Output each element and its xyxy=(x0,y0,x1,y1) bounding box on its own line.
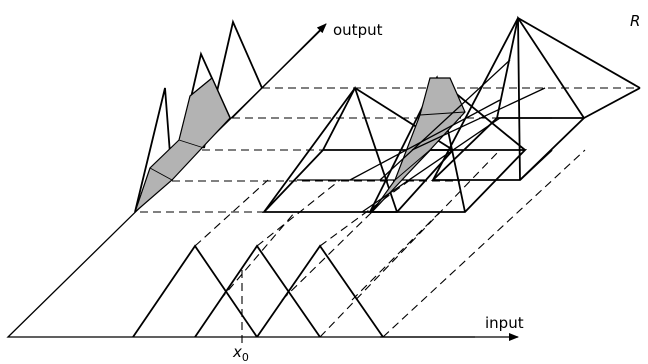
relation-pyramid-3 xyxy=(430,15,641,181)
input-membership-functions xyxy=(132,244,384,338)
x0-label-main: x xyxy=(232,343,242,361)
output-axis xyxy=(231,23,327,119)
input-axis-label: input xyxy=(485,314,524,332)
x0-label-subscript: 0 xyxy=(242,351,249,364)
output-axis-label: output xyxy=(333,21,383,39)
output-shaded-region xyxy=(133,77,231,214)
projection-lines-diagonal xyxy=(194,149,586,338)
rule-label: R xyxy=(630,12,640,30)
x0-label: x0 xyxy=(232,343,249,364)
relation-wireframe xyxy=(349,59,552,213)
